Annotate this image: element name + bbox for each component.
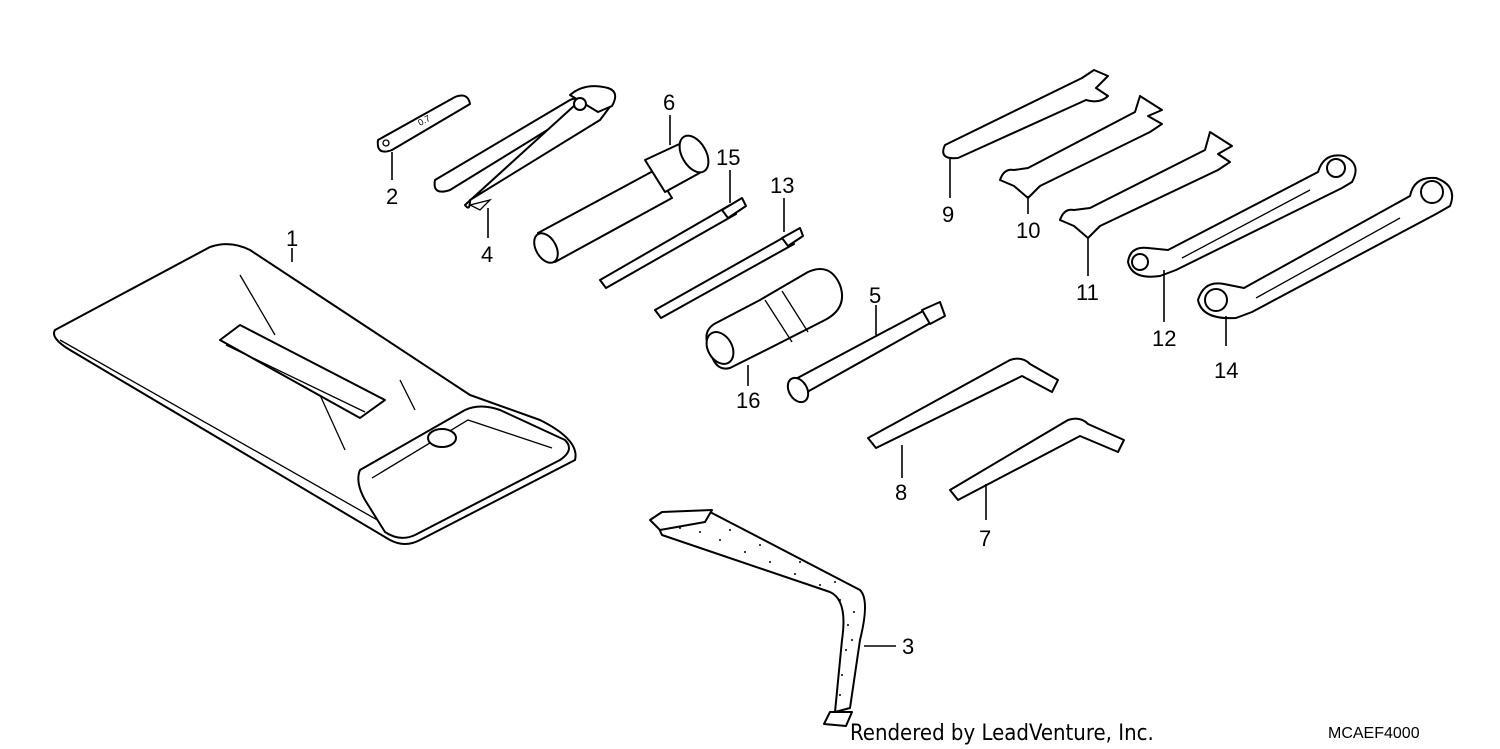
ring-wrench-12[interactable] bbox=[1127, 154, 1357, 278]
open-end-wrench-10[interactable] bbox=[999, 95, 1163, 199]
pliers[interactable] bbox=[433, 85, 617, 211]
callout-12: 12 bbox=[1152, 326, 1176, 351]
tool-bag[interactable] bbox=[53, 243, 577, 545]
callout-1: 1 bbox=[286, 226, 298, 251]
screwdriver-flat[interactable] bbox=[599, 197, 747, 289]
extension-bar[interactable] bbox=[784, 301, 946, 406]
open-end-wrench-9[interactable] bbox=[942, 69, 1109, 160]
tool-strap[interactable] bbox=[649, 509, 866, 727]
callout-14: 14 bbox=[1214, 358, 1238, 383]
open-end-wrench-11[interactable] bbox=[1059, 131, 1233, 239]
ring-wrench-14[interactable] bbox=[1197, 176, 1454, 320]
callout-9: 9 bbox=[942, 202, 954, 227]
render-credit: Rendered by LeadVenture, Inc. bbox=[850, 721, 1154, 746]
diagram-code: MCAEF4000 bbox=[1328, 725, 1420, 742]
hex-wrench-small[interactable] bbox=[949, 417, 1125, 501]
callout-15: 15 bbox=[716, 145, 740, 170]
callout-8: 8 bbox=[895, 480, 907, 505]
screwdriver-handle[interactable] bbox=[701, 268, 844, 370]
spark-plug-wrench[interactable] bbox=[529, 131, 714, 267]
callout-5: 5 bbox=[869, 283, 881, 308]
feeler-gauge[interactable]: 0.7 bbox=[376, 94, 471, 153]
callout-13: 13 bbox=[770, 173, 794, 198]
callout-10: 10 bbox=[1016, 218, 1040, 243]
callout-7: 7 bbox=[979, 526, 991, 551]
callout-11: 11 bbox=[1076, 280, 1099, 305]
callout-2: 2 bbox=[386, 184, 398, 209]
callout-16: 16 bbox=[736, 388, 760, 413]
hex-wrench-large[interactable] bbox=[867, 357, 1059, 449]
callout-4: 4 bbox=[481, 242, 493, 267]
callout-3: 3 bbox=[902, 634, 914, 659]
screwdriver-phillips[interactable] bbox=[654, 227, 804, 319]
callout-6: 6 bbox=[663, 90, 675, 115]
